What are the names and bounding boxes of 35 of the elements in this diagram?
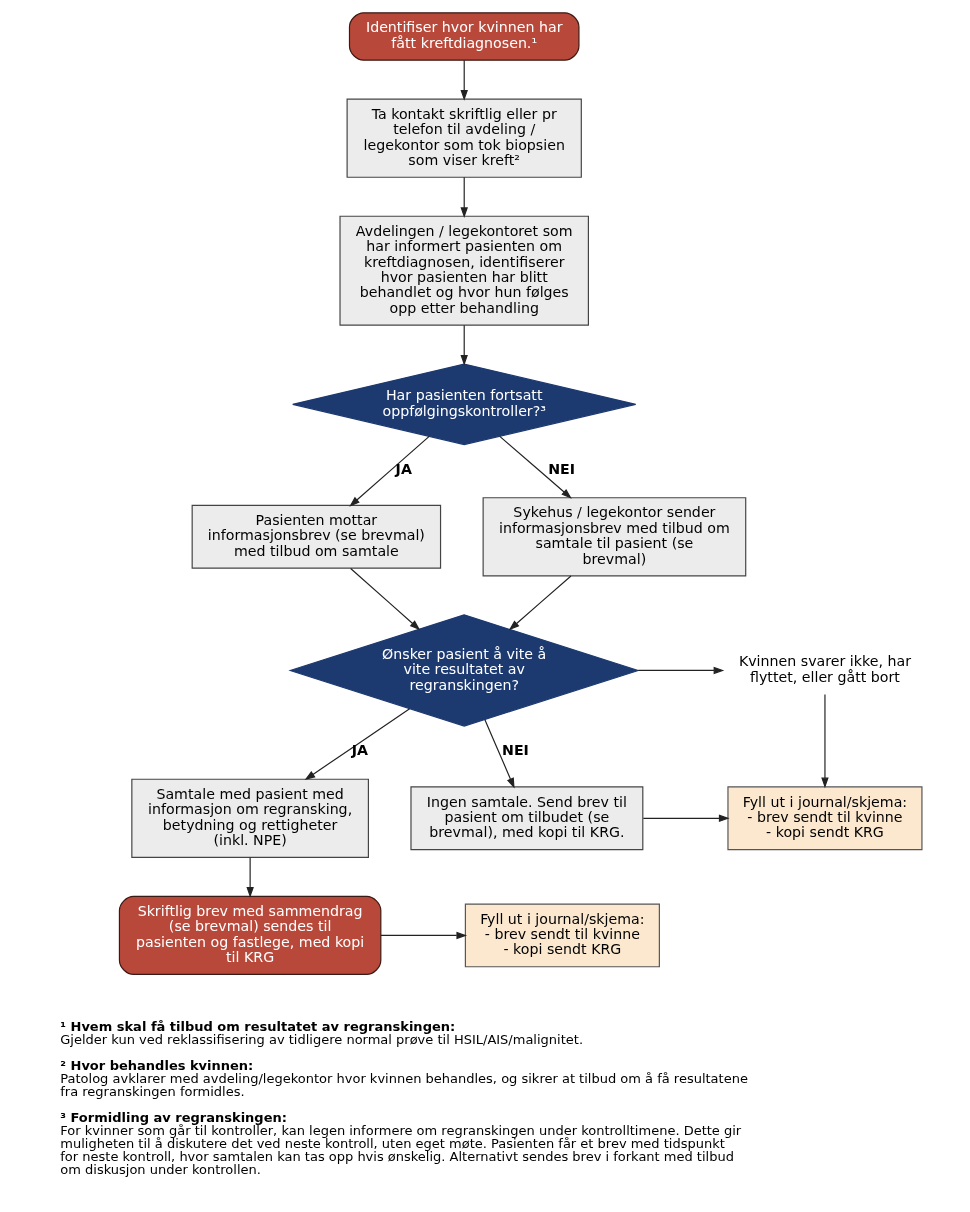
edge-label: NEI xyxy=(547,460,575,477)
edge-label: JA xyxy=(395,460,412,477)
node-text: Kvinnen svarer ikke, har flyttet, eller gått bort xyxy=(738,653,911,685)
arrow xyxy=(379,931,467,940)
arrow xyxy=(304,708,410,781)
arrow xyxy=(508,575,572,631)
arrow xyxy=(459,176,468,219)
edge-label: NEI xyxy=(501,742,529,759)
node-box: Skriftlig brev med sammendrag (se brevmal) sendes til pasienten og fastlege, med kopi til KRG xyxy=(118,895,381,976)
arrow xyxy=(637,666,724,675)
arrow xyxy=(245,856,254,898)
edge-label: JA xyxy=(351,742,368,759)
arrow xyxy=(483,719,515,789)
label: Patolog avklarer med avdeling/legekontor hvor kvinnen behandles, og sikrer at tilbud om å få resultatene fra regranskingen formidles. xyxy=(59,1071,748,1100)
node-box: Sykehus / legekontor sender informasjonsbrev med tilbud om samtale til pasient (se brevmal) xyxy=(482,497,746,577)
node-diamond: Ønsker pasient å vite å vite resultatet av regranskingen? xyxy=(287,614,640,727)
arrow xyxy=(820,693,829,789)
arrow xyxy=(349,567,420,631)
arrow xyxy=(348,435,430,507)
node-box: Fyll ut i journal/skjema: - brev sendt til kvinne - kopi sendt KRG xyxy=(726,786,923,851)
label: ³ Formidling av regranskingen: xyxy=(59,1110,287,1126)
node-box: Avdelingen / legekontoret som har informert pasienten om kreftdiagnosen, identifiserer hvor pasienten har blitt behandlet og hvor hun følges opp etter behandling xyxy=(338,215,589,326)
arrow xyxy=(642,814,730,823)
arrow xyxy=(498,435,572,499)
node-box: Samtale med pasient med informasjon om regransking, betydning og rettigheter (inkl. NPE) xyxy=(130,778,369,858)
node-box: Identifiser hvor kvinnen har fått kreftdiagnosen.¹ xyxy=(348,12,580,61)
node-box: Ta kontakt skriftlig eller pr telefon til avdeling / legekontor som tok biopsien som viser kreft² xyxy=(346,98,582,178)
node-diamond: Har pasienten fortsatt oppfølgingskontroller?³ xyxy=(291,363,636,446)
arrow xyxy=(459,59,468,101)
label: ¹ Hvem skal få tilbud om resultatet av regranskingen: xyxy=(59,1018,455,1034)
node-box: Fyll ut i journal/skjema: - brev sendt til kvinne - kopi sendt KRG xyxy=(464,903,660,968)
node-box: Ingen samtale. Send brev til pasient om tilbudet (se brevmal), med kopi til KRG. xyxy=(409,786,643,851)
node-box: Pasienten mottar informasjonsbrev (se brevmal) med tilbud om samtale xyxy=(191,504,441,569)
label: ² Hvor behandles kvinnen: xyxy=(59,1058,253,1074)
arrow xyxy=(459,324,468,366)
